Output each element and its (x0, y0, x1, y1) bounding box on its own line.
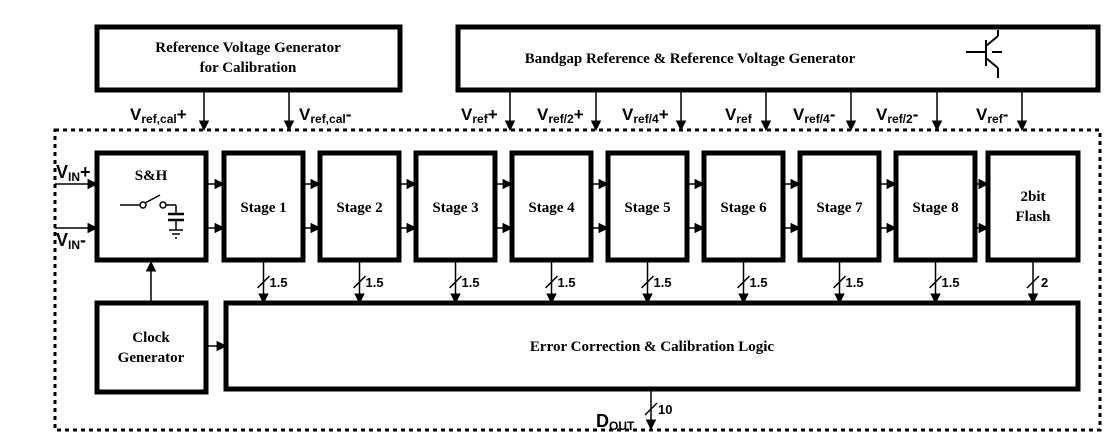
flash-bus-slash (1026, 275, 1040, 289)
transistor-icon (966, 30, 1002, 78)
switch-capacitor-icon (120, 194, 184, 239)
stage-8-label: Stage 8 (912, 200, 958, 216)
logic-label: Error Correction & Calibration Logic (530, 339, 774, 355)
ref-cal-title-line2: for Calibration (200, 60, 297, 76)
vref-cal-plus-label: Vref,cal+ (130, 105, 187, 126)
stage-7-bus-slash (832, 275, 847, 289)
flash-label-line2: Flash (1015, 209, 1051, 225)
clock-generator: Clock Generator (94, 300, 209, 395)
digital-output: 10 DOUT (596, 389, 672, 433)
vref-quarter-plus-label: Vref/4+ (622, 105, 669, 126)
output-bus-slash (644, 402, 658, 416)
vin-minus-label: VIN- (56, 230, 86, 252)
vref-cal-minus-label: Vref,cal- (299, 105, 351, 126)
sample-and-hold: S&H (94, 150, 209, 263)
stage-8-bus-slash (928, 275, 943, 289)
vref-plus-label: Vref+ (461, 105, 498, 126)
sample-hold-label: S&H (135, 168, 168, 184)
stage-4-bits-label: 1.5 (558, 275, 576, 290)
stage-4-label: Stage 4 (528, 200, 575, 216)
output-bits-label: 10 (658, 402, 672, 417)
stage-6-label: Stage 6 (720, 200, 767, 216)
stage-3-box (413, 150, 498, 263)
flash-label-line1: 2bit (1020, 189, 1045, 205)
stage-7-box (797, 150, 882, 263)
stage-5-bus-slash (640, 275, 655, 289)
stage-8-bits-label: 1.5 (942, 275, 960, 290)
stage-6-bus-slash (736, 275, 751, 289)
stage-6-box (701, 150, 786, 263)
stage-3-bits-label: 1.5 (462, 275, 480, 290)
stage-3-bus-slash (448, 275, 463, 289)
stage-2-box (317, 150, 402, 263)
flash-adc: 2bit Flash (985, 150, 1081, 263)
stage-2-label: Stage 2 (336, 200, 382, 216)
stage-1-bus-slash (256, 275, 271, 289)
vref-minus-label: Vref- (976, 105, 1008, 126)
stage-1-label: Stage 1 (240, 200, 286, 216)
vref-label: Vref (725, 105, 753, 126)
chip-boundary (53, 128, 1102, 432)
bandgap-title: Bandgap Reference & Reference Voltage Ge… (525, 51, 856, 67)
stage-8-box (893, 150, 978, 263)
pipeline-stages: Stage 1 1.5 Stage 2 1.5 Stage 3 1.5 Stage 4 1.5… (206, 150, 1048, 305)
stage-5-label: Stage 5 (624, 200, 670, 216)
bandgap-reference-generator: Bandgap Reference & Reference Voltage Ge… (455, 24, 1101, 93)
vref-half-minus-label: Vref/2- (876, 105, 918, 126)
stage-7-label: Stage 7 (816, 200, 863, 216)
reference-wires (198, 90, 1028, 132)
stage-6-bits-label: 1.5 (750, 275, 768, 290)
vref-half-plus-label: Vref/2+ (537, 105, 584, 126)
stage-2-bus-slash (352, 275, 367, 289)
clock-label-line2: Generator (118, 350, 185, 366)
stage-4-bus-slash (544, 275, 559, 289)
clock-label-line1: Clock (132, 330, 170, 346)
error-correction-logic: Error Correction & Calibration Logic (223, 300, 1081, 392)
stage-5-box (605, 150, 690, 263)
stage-2-bits-label: 1.5 (366, 275, 384, 290)
ref-cal-title-line1: Reference Voltage Generator (155, 40, 341, 56)
vref-quarter-minus-label: Vref/4- (793, 105, 835, 126)
dout-label: DOUT (596, 411, 635, 433)
stage-5-bits-label: 1.5 (654, 275, 672, 290)
reference-voltage-generator-calibration: Reference Voltage Generator for Calibrat… (94, 24, 403, 93)
stage-4-box (509, 150, 594, 263)
stage-1-bits-label: 1.5 (270, 275, 288, 290)
stage-7-bits-label: 1.5 (846, 275, 864, 290)
stage-3-label: Stage 3 (432, 200, 478, 216)
vin-plus-label: VIN+ (56, 162, 91, 184)
flash-bits-label: 2 (1041, 275, 1048, 290)
